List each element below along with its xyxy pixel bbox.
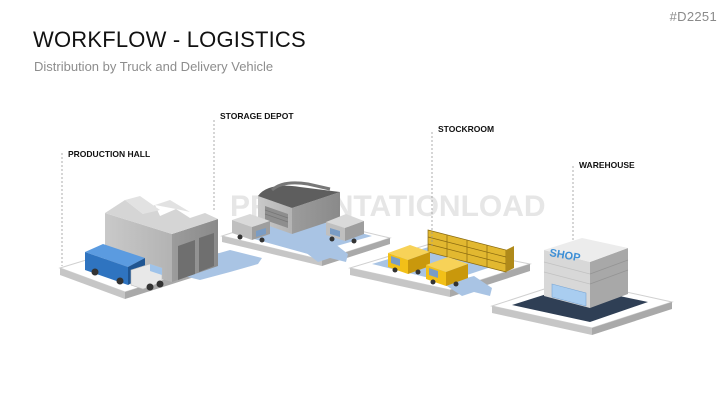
road-segment-3 — [300, 240, 348, 262]
shop-building-icon — [543, 238, 629, 308]
leader-lines — [61, 120, 574, 266]
station-label-storage-depot: STORAGE DEPOT — [220, 111, 294, 121]
shop-sign-text: SHOP — [548, 247, 581, 264]
grey-van-right-icon — [326, 214, 364, 244]
stockroom-shelves-icon — [427, 229, 514, 273]
station-label-stockroom: STOCKROOM — [438, 124, 494, 134]
slide-id: #D2251 — [669, 9, 717, 24]
page-subtitle: Distribution by Truck and Delivery Vehic… — [34, 59, 274, 74]
page-title: WORKFLOW - LOGISTICS — [33, 27, 306, 52]
yellow-van-right-icon — [426, 257, 468, 287]
yellow-van-left-icon — [388, 245, 430, 275]
station-label-production-hall: PRODUCTION HALL — [68, 149, 150, 159]
station-label-warehouse: WAREHOUSE — [579, 160, 635, 170]
grey-van-left-icon — [232, 214, 270, 243]
blue-truck-icon — [85, 244, 164, 291]
